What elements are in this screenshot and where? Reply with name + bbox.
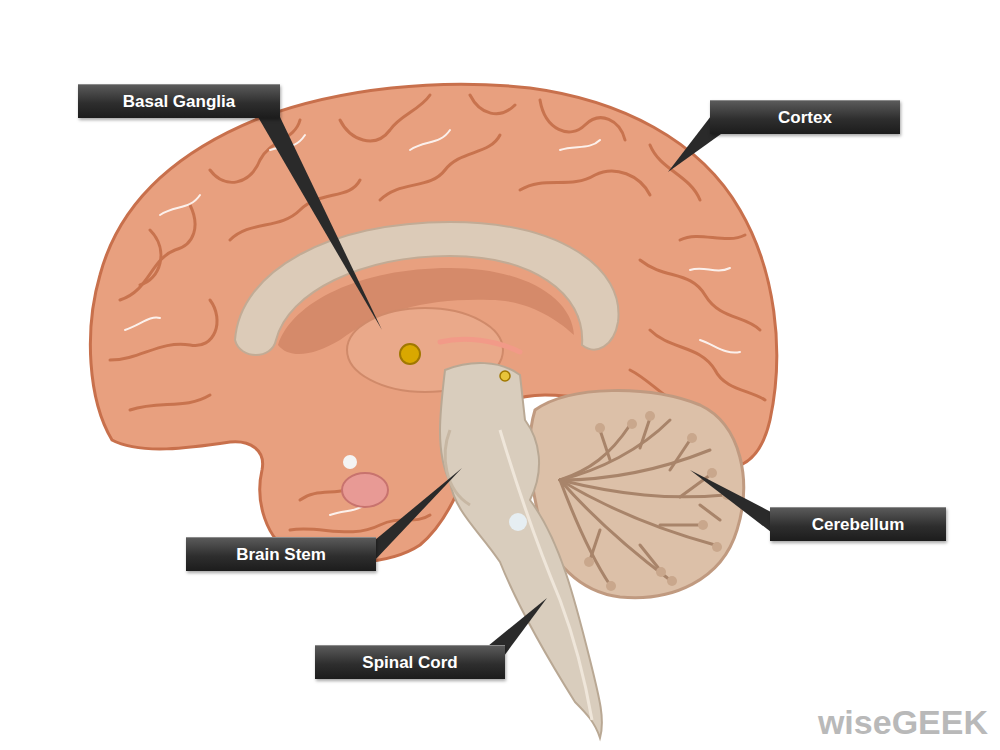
- callout-box: Basal Ganglia: [78, 84, 280, 118]
- callout-box: Cortex: [710, 100, 900, 134]
- arbor-leaves: [584, 411, 732, 591]
- callout-label: Basal Ganglia: [123, 92, 235, 112]
- optic-spot: [343, 455, 357, 469]
- nucleus-dot: [400, 344, 420, 364]
- leader-wedges: [258, 116, 771, 656]
- pineal-dot: [500, 371, 510, 381]
- gyri: [110, 95, 765, 532]
- callout-box: Cerebellum: [770, 507, 946, 541]
- pituitary: [342, 473, 388, 507]
- pons: [445, 430, 470, 505]
- callout-box: Brain Stem: [186, 537, 376, 571]
- arbor-vitae: [560, 418, 725, 585]
- callout-label: Brain Stem: [236, 545, 326, 565]
- callout-label: Cerebellum: [812, 515, 905, 535]
- callout-label: Cortex: [778, 108, 832, 128]
- brain-stem-shape: [440, 363, 602, 738]
- cord-canal: [500, 430, 592, 720]
- callout-label: Spinal Cord: [362, 653, 457, 673]
- stria: [440, 339, 520, 352]
- callout-box: Spinal Cord: [315, 645, 505, 679]
- spot: [509, 513, 527, 531]
- watermark: wiseGEEK: [818, 703, 988, 742]
